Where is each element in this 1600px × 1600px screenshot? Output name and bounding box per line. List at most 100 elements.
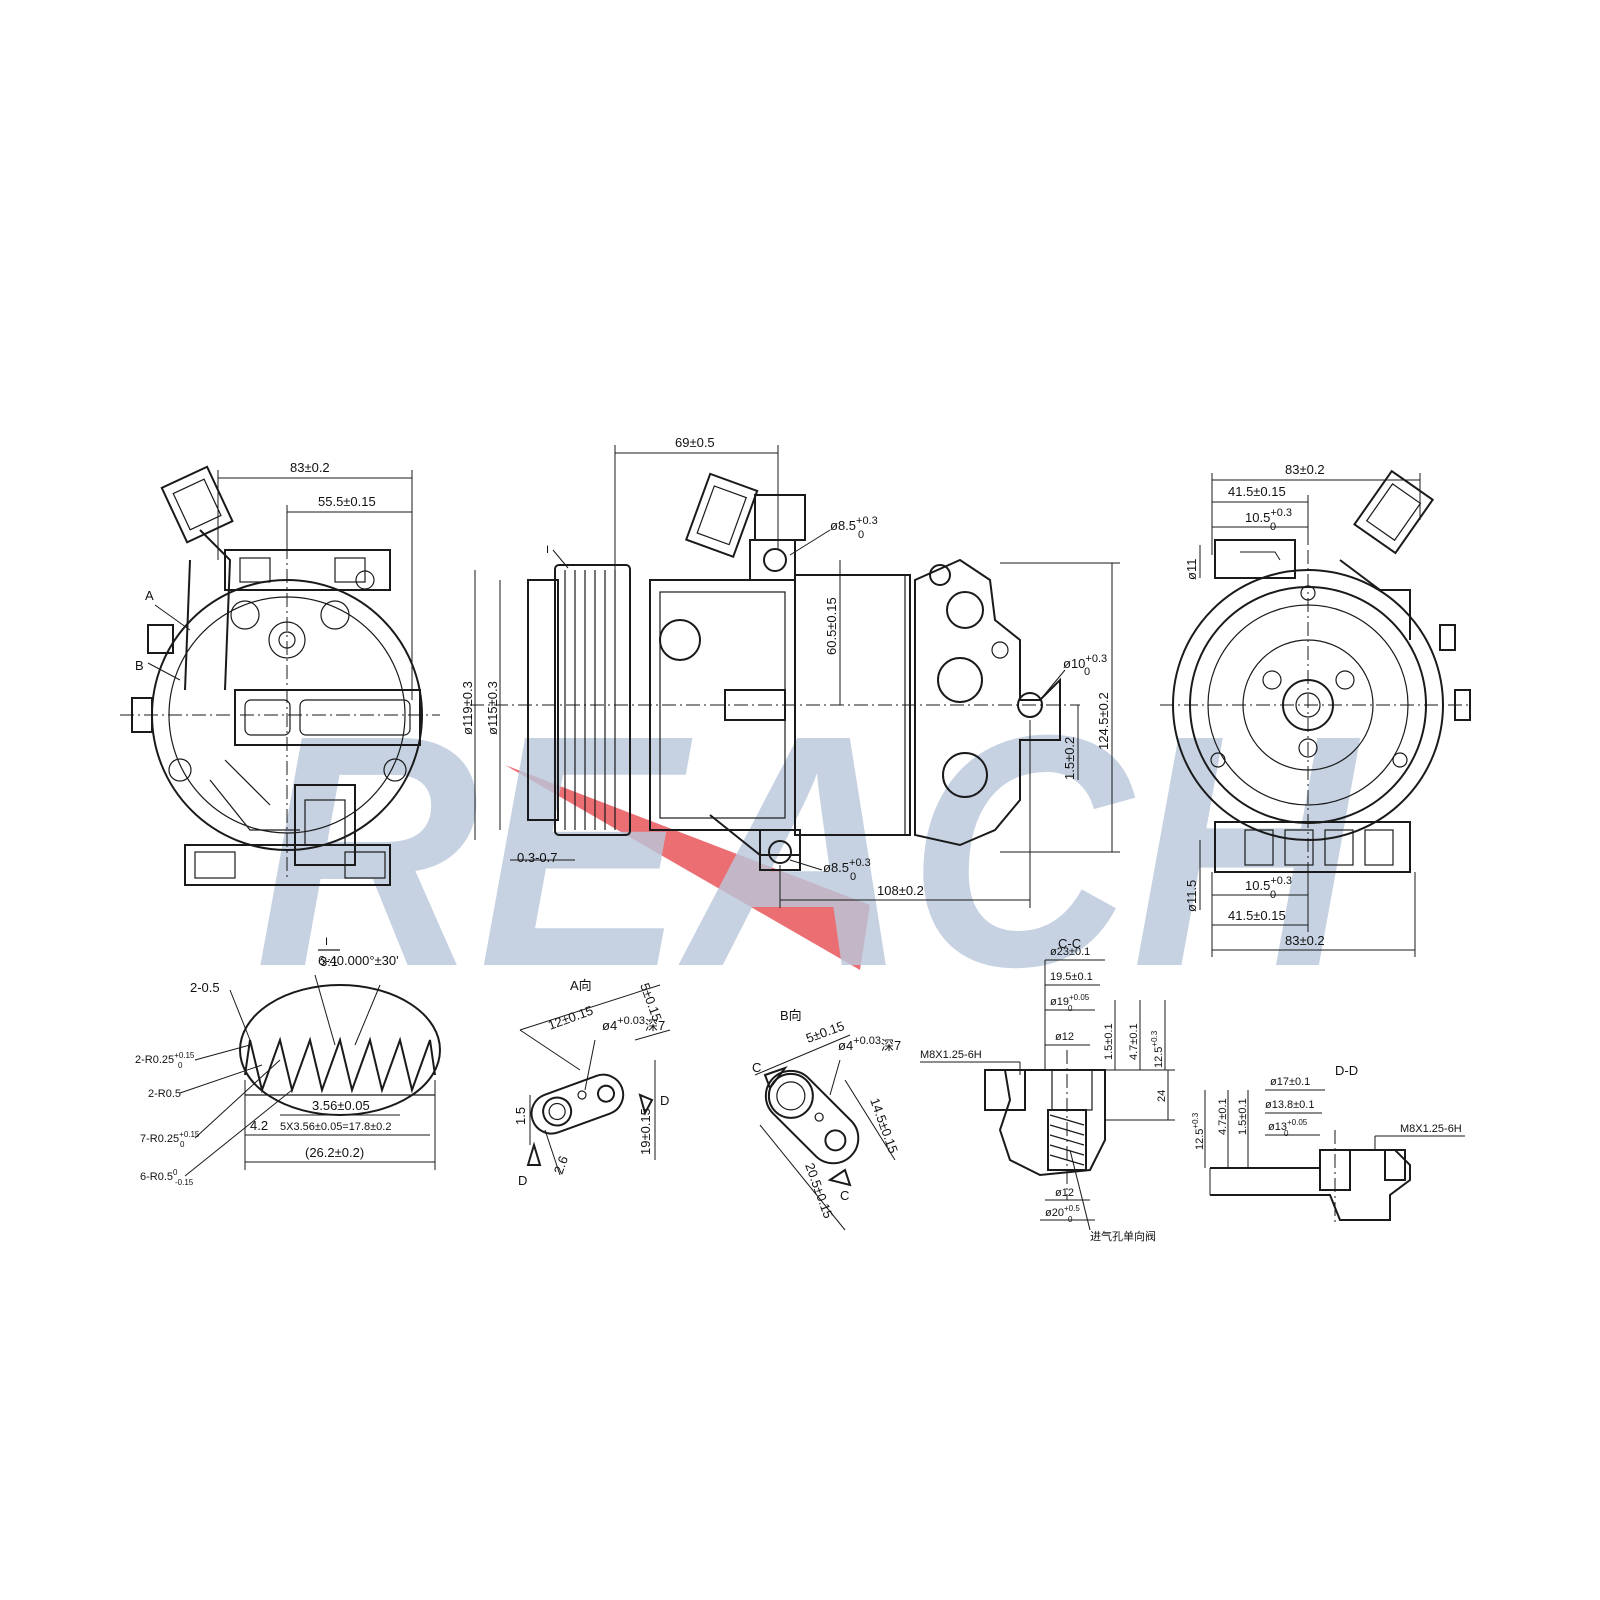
dd-d17: ø17±0.1 [1270,1076,1310,1088]
cc-d1-5: 1.5±0.1 [1103,1023,1115,1060]
detail-r4-tol2: -0.15 [175,1178,194,1187]
view-a-d1-5: 1.5 [513,1107,528,1125]
section-cc-dims: ø23±0.1 19.5±0.1 ø19+0.05 0 ø12 1.5±0.1 … [920,946,1175,1243]
side-hole-side-tol2: 0 [1084,666,1090,678]
cc-note: 进气孔单向阀 [1090,1229,1156,1243]
view-b-d20-5: 20.5±0.15 [802,1161,836,1220]
detail-r4: 6-R0.50 [140,1168,178,1183]
section-dd-dims: ø17±0.1 ø13.8±0.1 ø13+0.05 0 12.5+0.3 4.… [1191,1076,1465,1195]
side-hole-side: ø10+0.3 [1063,653,1107,671]
cc-d19-5: 19.5±0.1 [1050,971,1093,983]
cc-d19: ø19+0.05 [1050,993,1090,1008]
detail-i-title: I [325,936,328,948]
view-a-sec-d1: D [518,1173,527,1188]
view-a-d2-6: 2.6 [551,1154,571,1176]
section-dd: D-D ø17±0.1 ø13.8±0.1 ø13+0.05 0 12.5+0.… [1191,1063,1465,1225]
detail-total-pitch: 5X3.56±0.05=17.8±0.2 [280,1121,391,1133]
view-b-d14-5: 14.5±0.15 [867,1096,901,1155]
detail-r2: 2-R0.5 [148,1088,181,1100]
section-cc-title: C-C [1058,936,1081,951]
side-detail-label: I [546,544,549,556]
dd-d13-tol2: 0 [1284,1129,1289,1138]
detail-r3-tol2: 0 [180,1140,185,1149]
side-dims: 69±0.5 ø8.5+0.3 0 60.5±0.15 ø119±0.3 ø11… [460,435,1120,908]
side-length-top: 69±0.5 [675,435,715,450]
side-hole-top: ø8.5+0.3 [830,515,878,533]
view-a: A向 12±0.15 5±0.15 ø4+0.03深7 1.5 19±0.15 … [513,978,671,1188]
cc-d12-5: 12.5+0.3 [1150,1030,1165,1068]
detail-chamfer: 2-0.5 [190,980,220,995]
rear-d11-bottom: ø11.5 [1184,880,1199,912]
front-label-a: A [145,588,154,603]
front-dims: 83±0.2 55.5±0.15 A B [135,460,413,700]
cc-d19-tol2: 0 [1068,1004,1073,1013]
rear-view: 83±0.2 41.5±0.15 10.5+0.3 0 ø11 ø11.5 10… [1160,462,1471,957]
pulley-grooves [564,570,616,830]
detail-r1-tol2: 0 [178,1061,183,1070]
side-height-mid: 60.5±0.15 [824,597,839,655]
pulley-profile [244,1036,436,1094]
detail-i-scale: 3:1 [320,954,338,969]
detail-r1: 2-R0.25+0.15 [135,1051,195,1066]
cc-d20-tol2: 0 [1068,1215,1073,1224]
detail-pitch: 3.56±0.05 [312,1098,370,1113]
cc-d4-7: 4.7±0.1 [1128,1023,1140,1060]
rear-offset-bot: 10.5+0.3 [1245,875,1292,893]
view-b-title: B向 [780,1008,802,1023]
dd-d13: ø13+0.05 [1268,1118,1308,1133]
detail-i: I 3:1 6-40.000°±30' 2-0.5 2-R0.25+0.15 0… [135,936,441,1187]
cc-d12-bot: ø12 [1055,1187,1074,1199]
cc-thread: M8X1.25-6H [920,1049,982,1061]
detail-r3: 7-R0.25+0.15 [140,1130,200,1145]
rear-offset-top-tol2: 0 [1270,521,1276,533]
front-width-dim: 83±0.2 [290,460,330,475]
side-hole-bottom-tol2: 0 [850,871,856,883]
cc-d24: 24 [1156,1090,1168,1102]
cc-d23: ø23±0.1 [1050,946,1090,958]
front-view: 83±0.2 55.5±0.15 A B [120,460,440,886]
cc-d12-top: ø12 [1055,1031,1074,1043]
section-cc: C-C ø23±0.1 19.5±0.1 ø19+0.05 0 ø12 1.5±… [920,936,1175,1243]
watermark: REACH [255,666,1364,1035]
rear-width-bot: 83±0.2 [1285,933,1325,948]
view-b-sec-c1: C [752,1060,761,1075]
view-a-d19: 19±0.15 [638,1108,653,1155]
view-a-title: A向 [570,978,592,993]
dd-d4-7: 4.7±0.1 [1217,1098,1229,1135]
side-h1-5: 1.5±0.2 [1062,737,1077,780]
section-dd-title: D-D [1335,1063,1358,1078]
watermark-accent [505,765,870,970]
rear-offset-top: 10.5+0.3 [1245,507,1292,525]
detail-angle: 6-40.000°±30' [318,953,399,968]
view-a-sec-d2: D [660,1093,669,1108]
rear-offset-bot-tol2: 0 [1270,889,1276,901]
side-hole-bottom: ø8.5+0.3 [823,857,871,875]
front-offset-dim: 55.5±0.15 [318,494,376,509]
side-hole-top-tol2: 0 [858,529,864,541]
dd-d13-8: ø13.8±0.1 [1265,1099,1314,1111]
detail-edge: 4.2 [250,1118,268,1133]
detail-overall: (26.2±0.2) [305,1145,364,1160]
watermark-text: REACH [255,666,1364,1035]
side-len108: 108±0.2 [877,883,924,898]
side-d119: ø119±0.3 [460,681,475,735]
view-a-hole: ø4+0.03深7 [602,1015,665,1033]
rear-width-top: 83±0.2 [1285,462,1325,477]
dd-d1-5: 1.5±0.1 [1237,1098,1249,1135]
view-b: B向 5±0.15 ø4+0.03深7 14.5±0.15 20.5±0.15 … [752,1008,901,1231]
rear-dims: 83±0.2 41.5±0.15 10.5+0.3 0 ø11 ø11.5 10… [1184,462,1421,957]
rear-d11-top: ø11 [1184,559,1199,580]
side-gap: 0.3-0.7 [517,850,557,865]
dd-thread: M8X1.25-6H [1400,1123,1462,1135]
view-b-sec-c2: C [840,1188,849,1203]
dd-d12-5: 12.5+0.3 [1191,1112,1206,1150]
rear-half-top: 41.5±0.15 [1228,484,1286,499]
view-b-hole: ø4+0.03深7 [838,1035,901,1053]
rear-half-bot: 41.5±0.15 [1228,908,1286,923]
front-label-b: B [135,658,144,673]
side-h124: 124.5±0.2 [1096,692,1111,750]
cc-d20: ø20+0.5 [1045,1204,1080,1219]
side-d115: ø115±0.3 [485,681,500,735]
side-view: 69±0.5 ø8.5+0.3 0 60.5±0.15 ø119±0.3 ø11… [460,435,1120,908]
